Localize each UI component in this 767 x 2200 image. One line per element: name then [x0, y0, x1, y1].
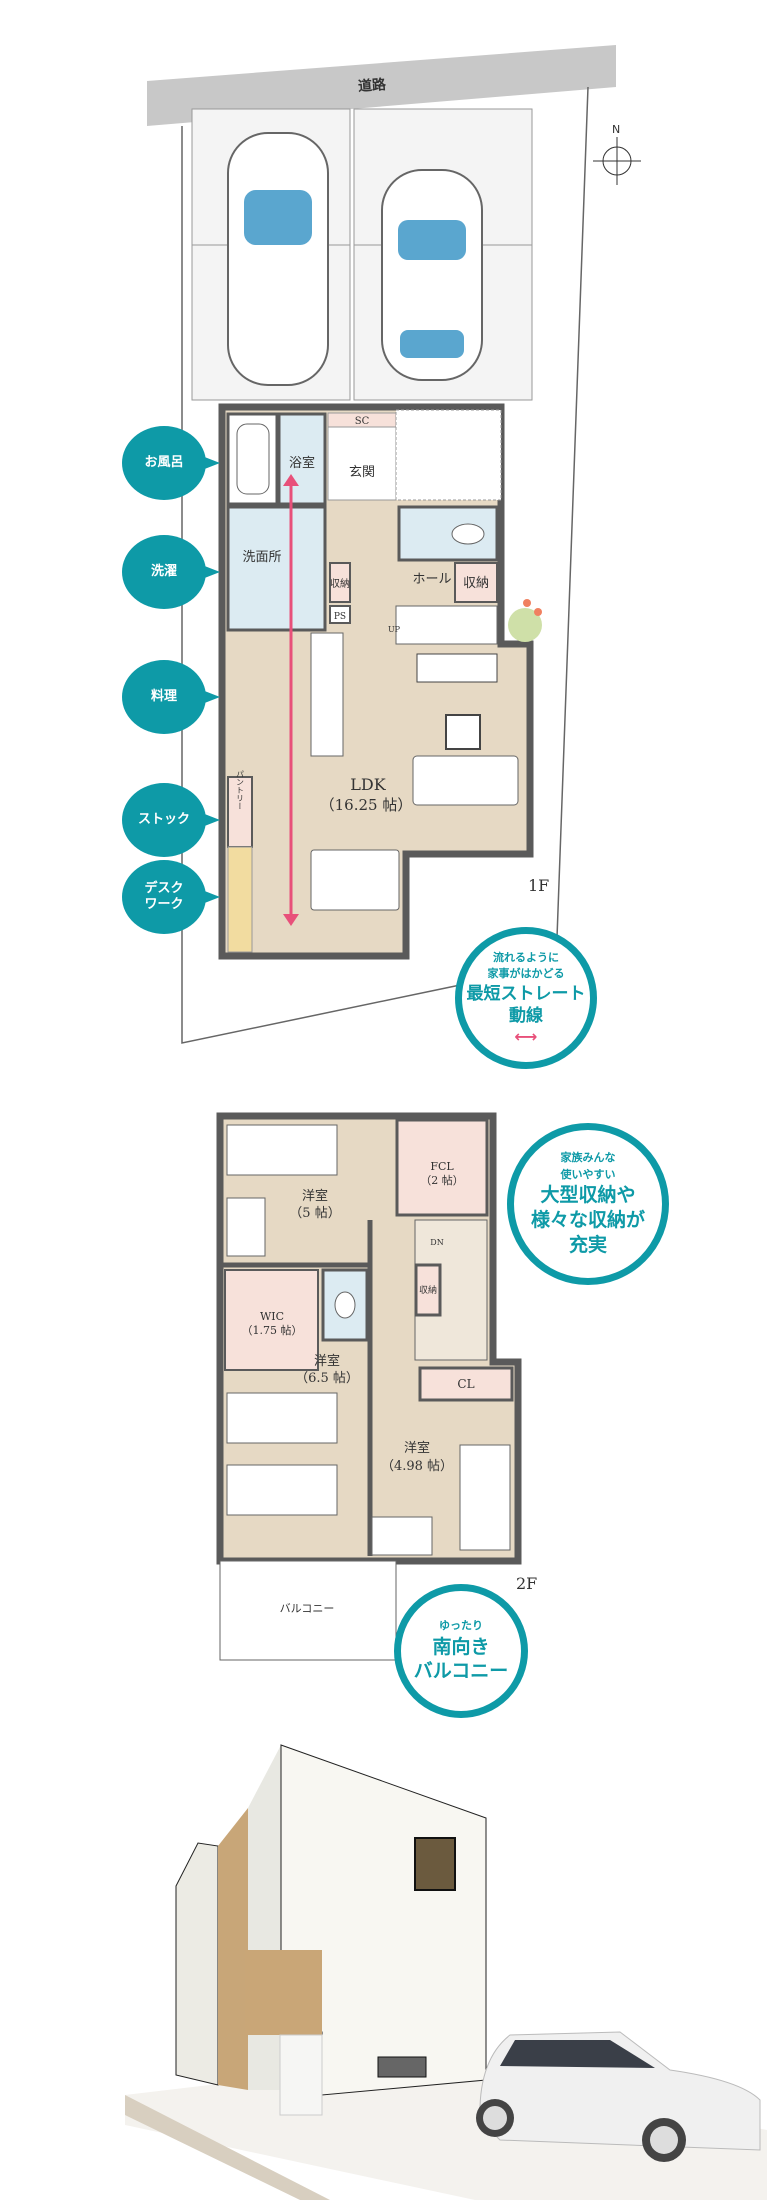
room-storage: 収納	[419, 1284, 437, 1296]
room-storage-right: 収納	[463, 576, 489, 591]
tree-icon	[508, 599, 542, 642]
room-fcl-size: （2 帖）	[420, 1174, 464, 1187]
room-pantry: パントリー	[236, 770, 245, 810]
room-genkan: 玄関	[349, 465, 375, 480]
room-fcl: FCL	[430, 1160, 454, 1173]
stairs-up: UP	[388, 625, 401, 634]
stairs-dn: DN	[430, 1238, 443, 1247]
house-exterior-render	[125, 1744, 767, 2200]
room-65: 洋室	[314, 1353, 340, 1369]
car-render	[476, 2031, 761, 2162]
room-5-size: （5 帖）	[289, 1206, 340, 1221]
room-65-size: （6.5 帖）	[295, 1371, 359, 1386]
callout-stock: ストック	[122, 783, 220, 857]
room-5: 洋室	[302, 1188, 328, 1204]
room-bath: 浴室	[289, 455, 315, 471]
car-top-view	[227, 132, 483, 386]
room-storage-left: 収納	[330, 577, 350, 590]
highlight-storage: 家族みんな使いやすい 大型収納や様々な収納が充実	[507, 1123, 669, 1285]
room-balcony: バルコニー	[280, 1602, 335, 1615]
compass-icon: N	[593, 123, 641, 185]
room-hall: ホール	[412, 572, 451, 587]
room-wic-size: （1.75 帖）	[242, 1324, 303, 1337]
room-498-size: （4.98 帖）	[381, 1459, 453, 1474]
floor1-plan: 浴室 SC 玄関 洗面所 収納 ホール 収納 PS UP LDK （16.25 …	[218, 403, 534, 960]
callout-cooking: 料理	[122, 660, 220, 734]
room-senmen: 洗面所	[242, 550, 281, 565]
highlight-straight-flow: 流れるように家事がはかどる 最短ストレート動線 ⟷	[455, 927, 597, 1069]
road	[147, 45, 616, 126]
room-ldk: LDK	[350, 775, 386, 794]
room-wic: WIC	[260, 1310, 284, 1323]
floor2-plan: 洋室 （5 帖） FCL （2 帖） WIC （1.75 帖） 洋室 （6.5 …	[216, 1112, 522, 1661]
room-cl: CL	[457, 1377, 474, 1391]
room-498: 洋室	[404, 1440, 430, 1456]
callout-desk-work: デスク ワーク	[122, 860, 220, 934]
callout-bath: お風呂	[122, 426, 220, 500]
room-ps: PS	[334, 612, 346, 622]
road-label: 道路	[357, 76, 387, 95]
double-arrow-icon: ⟷	[514, 1027, 538, 1047]
floor1-label: 1F	[528, 876, 550, 895]
highlight-balcony: ゆったり 南向きバルコニー	[394, 1584, 528, 1718]
svg-text:N: N	[612, 123, 620, 136]
room-ldk-size: （16.25 帖）	[320, 796, 413, 814]
callout-laundry: 洗濯	[122, 535, 220, 609]
room-sc: SC	[355, 416, 370, 427]
floor2-label: 2F	[516, 1574, 538, 1593]
